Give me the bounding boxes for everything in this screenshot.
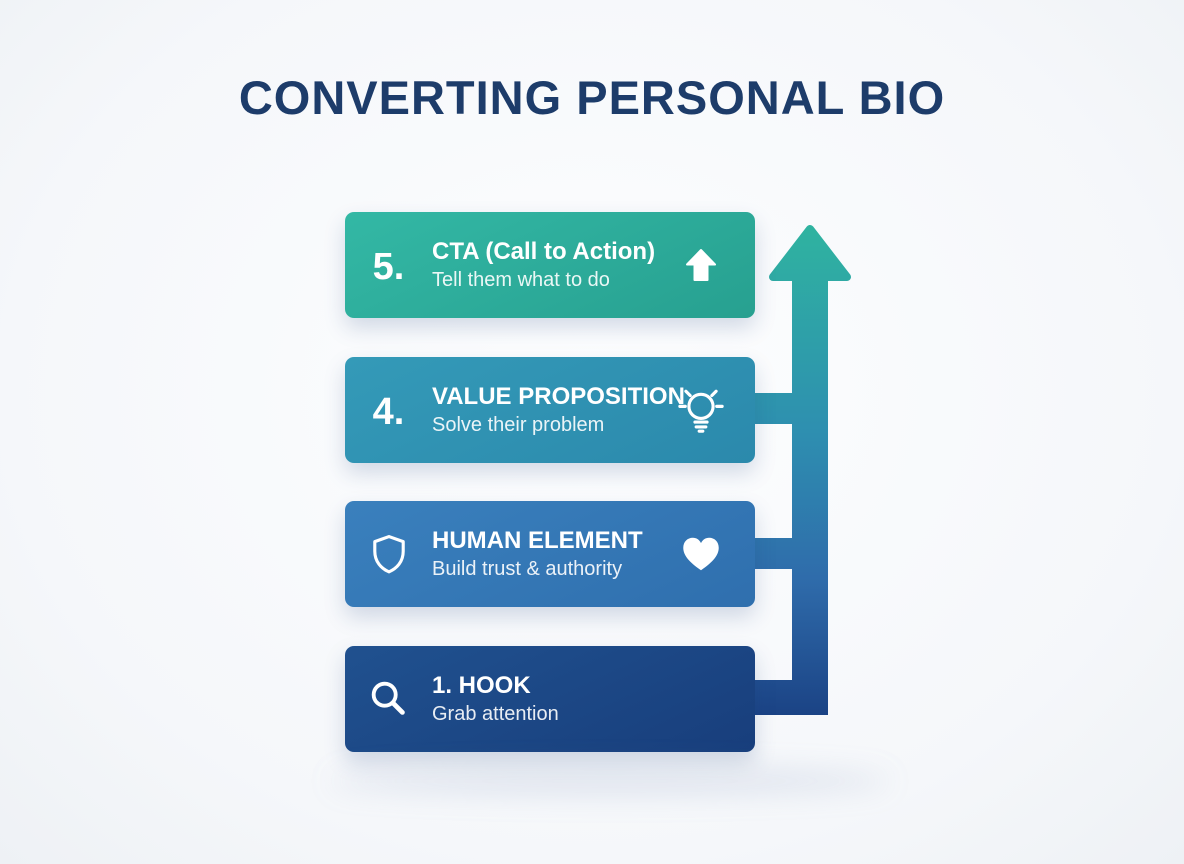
card-text: CTA (Call to Action) Tell them what to d…: [432, 237, 755, 293]
arrow-up-icon: [686, 249, 716, 281]
card-icon-slot: [665, 501, 737, 607]
step-number: 4.: [372, 391, 405, 433]
card-value-proposition: 4. VALUE PROPOSITION Solve their problem: [345, 357, 755, 463]
heart-icon: [683, 537, 719, 571]
arrow-head: [769, 225, 851, 281]
card-icon-slot: [665, 357, 737, 463]
card-cta: 5. CTA (Call to Action) Tell them what t…: [345, 212, 755, 318]
card-text: HUMAN ELEMENT Build trust & authority: [432, 526, 755, 582]
card-subtitle: Build trust & authority: [432, 558, 623, 580]
step-number-slot: 5.: [345, 244, 432, 286]
card-subtitle: Solve their problem: [432, 414, 605, 436]
card-subtitle: Grab attention: [432, 703, 559, 725]
shield-icon: [372, 535, 405, 574]
card-icon-slot: [665, 212, 737, 318]
page-title: CONVERTING PERSONAL BIO: [238, 71, 946, 124]
card-human-element: HUMAN ELEMENT Build trust & authority: [345, 501, 755, 607]
soft-floor-shadow: [330, 768, 890, 794]
card-title: HUMAN ELEMENT: [432, 527, 643, 554]
card-subtitle: Tell them what to do: [432, 269, 610, 291]
step-number-slot: 4.: [345, 389, 432, 431]
card-text: 1. HOOK Grab attention: [432, 671, 755, 727]
card-title: 1. HOOK: [432, 672, 531, 699]
lightbulb-icon: [678, 389, 724, 433]
card-text: VALUE PROPOSITION Solve their problem: [432, 382, 755, 438]
card-left-icon-slot: [345, 676, 432, 722]
card-left-icon-slot: [345, 532, 432, 576]
arrow-shaft: [792, 268, 828, 715]
step-number: 5.: [372, 246, 405, 288]
card-title: CTA (Call to Action): [432, 238, 656, 265]
card-title: VALUE PROPOSITION: [432, 383, 685, 410]
search-icon: [371, 681, 405, 715]
card-hook: 1. HOOK Grab attention: [345, 646, 755, 752]
